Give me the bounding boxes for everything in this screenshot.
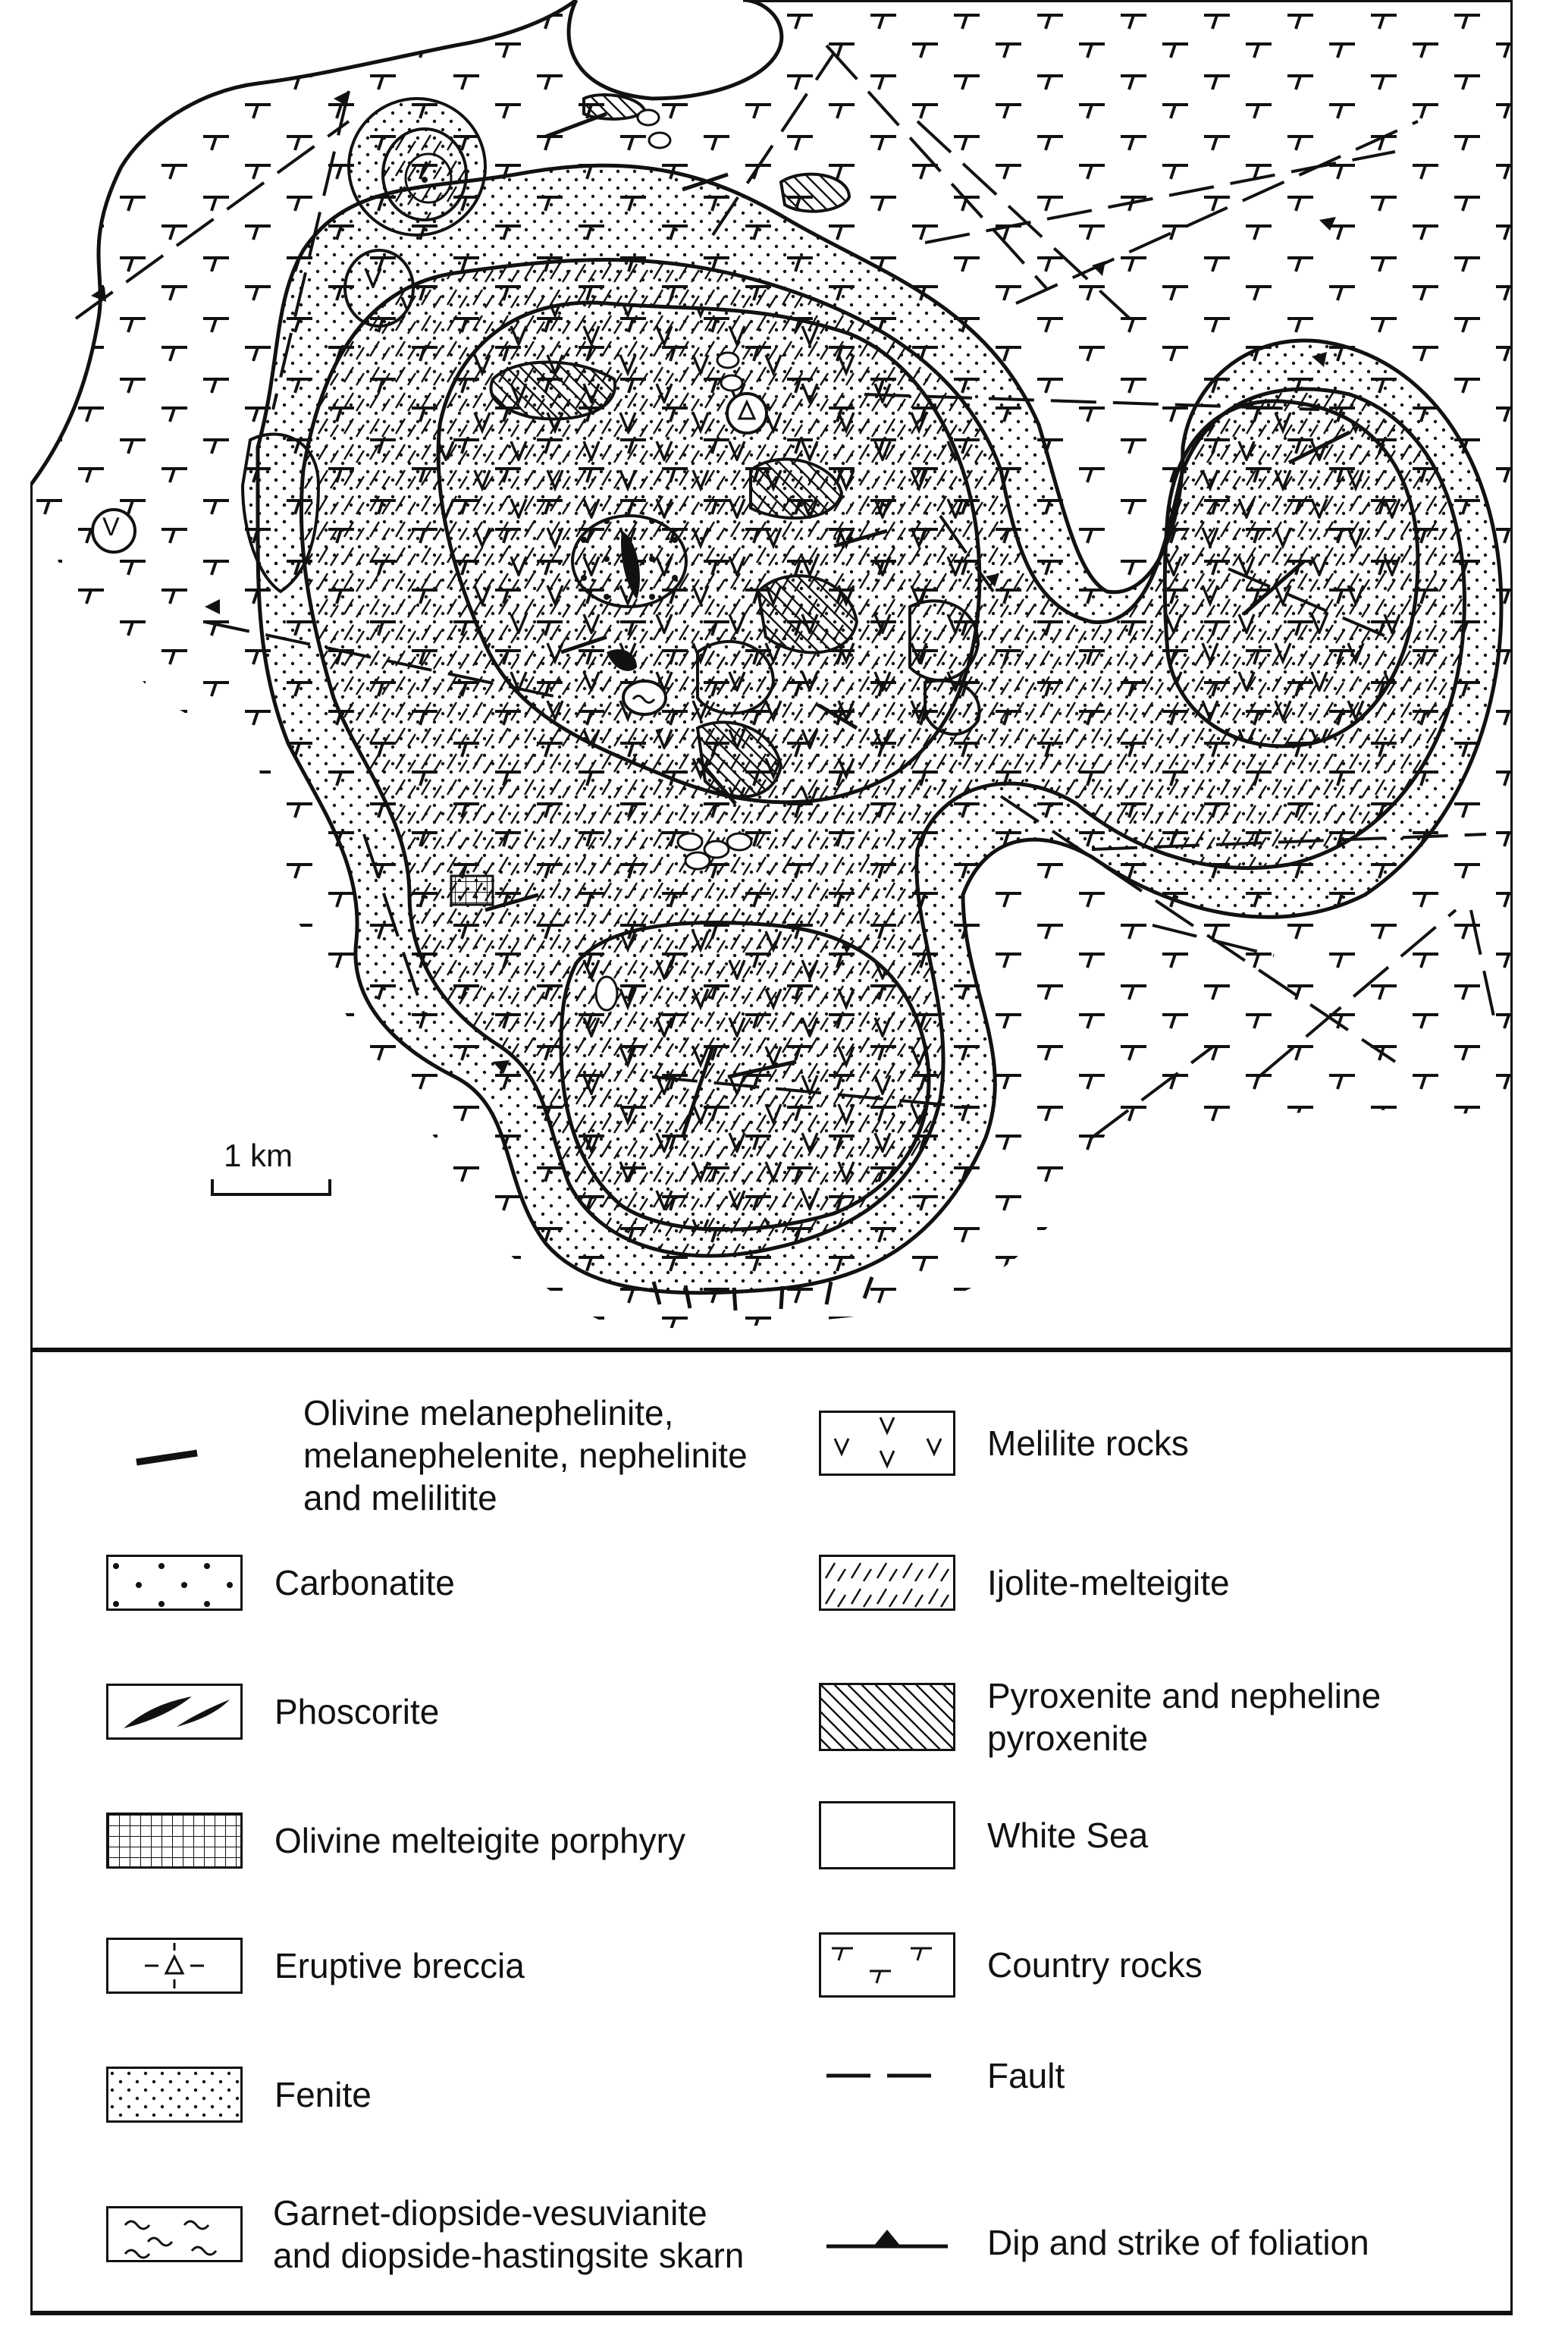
legend-label-carbonatite: Carbonatite [274, 1563, 455, 1602]
phoscorite-swatch [106, 1684, 243, 1740]
legend-label-whitesea: White Sea [987, 1816, 1149, 1855]
legend-item-phoscorite: Phoscorite [106, 1684, 439, 1740]
breccia-pipe [726, 392, 768, 435]
legend-label-fenite: Fenite [274, 2075, 372, 2114]
west-fenite [240, 432, 321, 594]
map-marker-circle [91, 508, 136, 554]
legend-item-skarn: Garnet-diopside-vesuvianite and diopside… [106, 2192, 744, 2277]
legend-label-ijolite: Ijolite-melteigite [987, 1563, 1230, 1602]
legend-item-melilite: Melilite rocks [819, 1411, 1189, 1476]
legend-label-country: Country rocks [987, 1945, 1203, 1985]
scale-bar [211, 1179, 331, 1196]
porphyry-swatch [106, 1813, 243, 1869]
ijolite-swatch [819, 1555, 955, 1611]
nw-melilite [343, 249, 415, 328]
phoscorite-body-2 [607, 649, 637, 671]
fenite-pods [594, 108, 753, 1012]
legend-item-fault: Fault [819, 2048, 1065, 2104]
nw-carbonatite [404, 152, 453, 204]
legend-item-whitesea: White Sea [819, 1801, 1148, 1869]
legend-item-dip: Dip and strike of foliation [819, 2214, 1369, 2271]
white-sea-area [30, 0, 1513, 485]
dip-strike-symbol [819, 2214, 955, 2271]
pyroxenite-lens-1 [489, 360, 617, 421]
legend-label-breccia: Eruptive breccia [274, 1946, 525, 1985]
fenite-swatch [106, 2067, 243, 2123]
legend-label-melilite: Melilite rocks [987, 1423, 1189, 1463]
legend-item-pyroxenite: Pyroxenite and nepheline pyroxenite [819, 1674, 1381, 1759]
contact-hachures [651, 1276, 874, 1311]
melilite-south [559, 921, 931, 1232]
coastline [30, 0, 784, 487]
phoscorite-body [621, 531, 640, 599]
legend-item-carbonatite: Carbonatite [106, 1555, 455, 1611]
breccia-swatch [106, 1938, 243, 1994]
legend-label-dyke: Olivine melanephelinite, melanephelenite… [303, 1393, 748, 1518]
porphyry-body [450, 874, 494, 906]
pyroxenite-swatch [819, 1683, 955, 1751]
ijolite-blob-2 [924, 679, 981, 736]
legend-label-dip: Dip and strike of foliation [987, 2223, 1369, 2262]
legend-label-porphyry: Olivine melteigite porphyry [274, 1821, 686, 1860]
faults [74, 44, 1495, 1139]
skarn-body [622, 680, 667, 716]
skarn-swatch [106, 2206, 243, 2262]
scale-bar-label: 1 km [224, 1138, 293, 1173]
figure-frame: 1 km V Olivine melanephelinite, melaneph… [30, 0, 1513, 2332]
country-swatch [819, 1932, 955, 1998]
pyroxenite-lens-2 [749, 457, 844, 520]
whitesea-swatch [819, 1801, 955, 1869]
pyroxenite-lens-3 [756, 574, 859, 654]
legend-item-dyke: Olivine melanephelinite, melanephelenite… [106, 1392, 748, 1519]
melilite-swatch [819, 1411, 955, 1476]
ijolite-blob-1 [908, 599, 980, 682]
map-marker-v: V [102, 513, 120, 541]
geological-map [30, 0, 1513, 2315]
legend-item-country: Country rocks [819, 1932, 1203, 1998]
dip-strike-markers [91, 91, 1336, 1074]
legend-item-ijolite: Ijolite-melteigite [819, 1555, 1230, 1611]
carbonatite-swatch [106, 1555, 243, 1611]
legend-frame [30, 1348, 1513, 2315]
legend-label-skarn: Garnet-diopside-vesuvianite and diopside… [273, 2193, 745, 2275]
fault-symbol [819, 2048, 955, 2104]
legend-label-fault: Fault [987, 2056, 1065, 2095]
legend-label-pyroxenite: Pyroxenite and nepheline pyroxenite [987, 1676, 1381, 1758]
pyroxenite-lens-5 [779, 172, 851, 213]
legend-item-breccia: Eruptive breccia [106, 1938, 525, 1994]
legend-label-phoscorite: Phoscorite [274, 1692, 440, 1731]
ijolite-blob-3 [696, 639, 776, 715]
dykes [485, 111, 1351, 1138]
legend-item-porphyry: Olivine melteigite porphyry [106, 1813, 685, 1869]
legend-item-fenite: Fenite [106, 2067, 372, 2123]
dyke-symbol [106, 1427, 243, 1483]
